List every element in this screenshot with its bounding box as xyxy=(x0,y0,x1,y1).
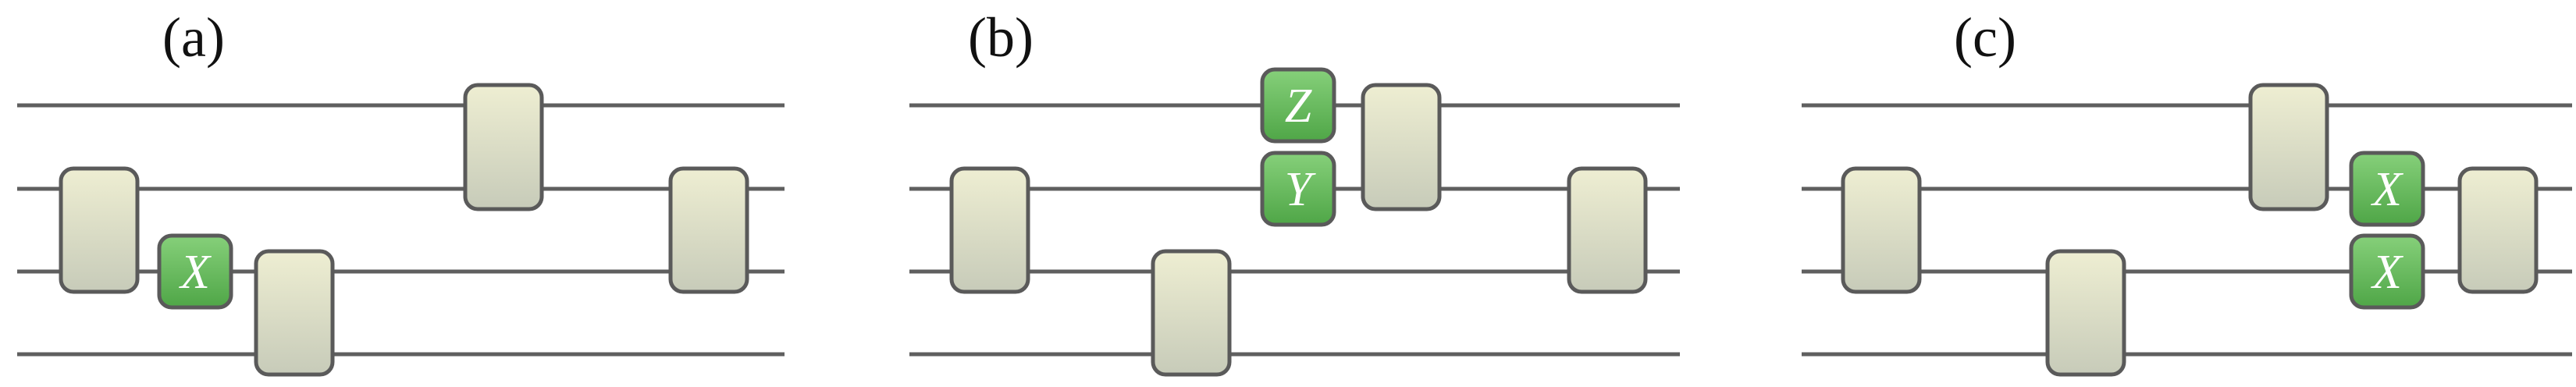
two-qubit-gate xyxy=(668,166,749,294)
two-qubit-gate xyxy=(2457,166,2539,294)
pauli-gate-label: Z xyxy=(1285,80,1312,133)
pauli-gate-y: Y xyxy=(1260,151,1336,227)
panel-a: (a) X xyxy=(17,6,785,377)
panel-b: (b) ZY xyxy=(909,6,1680,377)
panel-label: (c) xyxy=(1954,6,2016,69)
two-qubit-gate xyxy=(59,166,140,294)
pauli-gate-x: X xyxy=(157,233,233,310)
two-qubit-gate xyxy=(1151,249,1232,377)
pauli-gate-x: X xyxy=(2349,233,2425,310)
pauli-gate-x: X xyxy=(2349,151,2425,227)
two-qubit-gate xyxy=(254,249,335,377)
two-qubit-gate xyxy=(1567,166,1648,294)
pauli-gate-label: X xyxy=(2370,163,2403,216)
pauli-gate-box xyxy=(157,233,233,310)
two-qubit-gate xyxy=(949,166,1030,294)
pauli-gate-label: X xyxy=(2370,246,2403,299)
two-qubit-gate xyxy=(2248,83,2329,211)
two-qubit-gate xyxy=(2045,249,2126,377)
panel-label: (a) xyxy=(162,6,225,69)
two-qubit-gate xyxy=(1841,166,1922,294)
two-qubit-gate xyxy=(463,83,544,211)
pauli-gate-label: X xyxy=(178,246,212,299)
panel-label: (b) xyxy=(968,6,1034,69)
two-qubit-gate xyxy=(1361,83,1442,211)
pauli-gate-z: Z xyxy=(1260,67,1336,144)
panel-c: (c) XX xyxy=(1802,6,2572,377)
pauli-gate-label: Y xyxy=(1285,163,1316,216)
pauli-gate-box xyxy=(1260,151,1336,227)
pauli-gate-box xyxy=(1260,67,1336,144)
pauli-gate-box xyxy=(2349,233,2425,310)
pauli-gate-box xyxy=(2349,151,2425,227)
